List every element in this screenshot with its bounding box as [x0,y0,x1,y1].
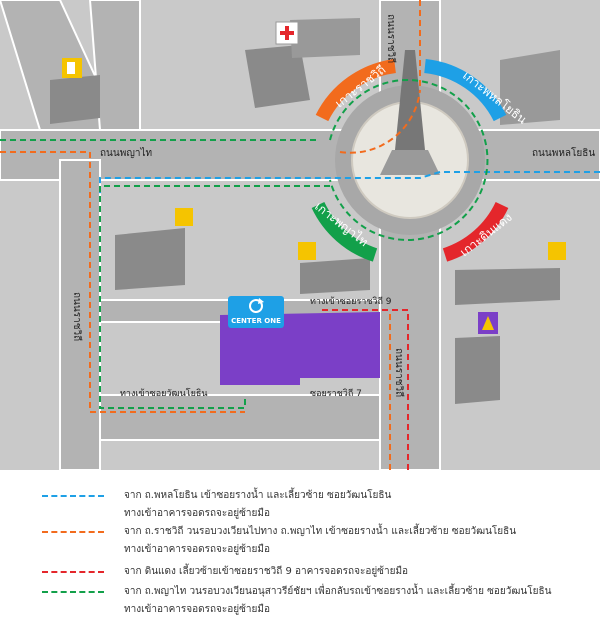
building-left [115,228,185,290]
island-arc-phayathai [311,201,378,262]
legend-line-green [42,591,104,593]
legend-sub-blue: ทางเข้าอาคารจอดรถจะอยู่ซ้ายมือ [124,508,270,519]
legend-text-red: จาก ดินแดง เลี้ยวซ้ายเข้าซอยราชวิถี 9 อา… [124,566,409,577]
route-green-2 [99,185,330,409]
victory-monument [395,50,425,150]
legend-sub-green: ทางเข้าอาคารจอดรถจะอยู่ซ้ายมือ [124,604,270,615]
island-arc-phahonyothin [424,59,507,122]
legend-text-orange: จาก ถ.ราชวิถี วนรอบวงเวียนไปทาง ถ.พญาไท … [124,526,517,537]
island-arc-dindaeng [442,201,509,262]
building-top-right [500,50,560,125]
route-blue [99,171,600,200]
road-bottom-soi [99,394,381,441]
route-red [320,309,409,470]
gas-station-icon [62,58,82,78]
building-right-1 [455,268,560,305]
temple-icon [478,312,498,334]
legend-row-blue: จาก ถ.พหลโยธิน เข้าซอยรางน้ำ และเลี้ยวซ้… [0,486,600,519]
building-hospital [245,45,310,108]
area-map: เกาะราชวิถี เกาะพหลโยธิน เกาะพญาไท เกาะด… [0,0,600,470]
legend-line-orange [42,531,104,533]
road-label-phahonyothin: ถนนพหลโยธิน [532,146,595,159]
shopping-bag-icon [175,208,566,260]
road-label-soi-9: ทางเข้าซอยราชวิถี 9 [310,296,392,307]
legend-row-red: จาก ดินแดง เลี้ยวซ้ายเข้าซอยราชวิถี 9 อา… [0,562,600,582]
route-green-ring [329,79,489,241]
center-one-label: CENTER ONE [231,317,281,325]
road-label-ratchawithi-right: ถนนราชวิถี [393,348,405,397]
legend-row-orange: จาก ถ.ราชวิถี วนรอบวงเวียนไปทาง ถ.พญาไท … [0,522,600,555]
legend-text-green: จาก ถ.พญาไท วนรอบวงเวียนอนุสาวรีย์ชัยฯ เ… [124,586,552,597]
road-label-ratchawithi-top: ถนนราชวิถี [385,14,397,63]
center-one-building [220,312,380,385]
routes [0,0,600,470]
road-label-soi-rangnam: ทางเข้าซอยวัฒนโยธิน [120,388,208,399]
legend-line-red [42,571,104,573]
legend: จาก ถ.พหลโยธิน เข้าซอยรางน้ำ และเลี้ยวซ้… [0,474,600,634]
legend-text-blue: จาก ถ.พหลโยธิน เข้าซอยรางน้ำ และเลี้ยวซ้… [124,490,392,501]
hospital-icon [275,21,299,45]
building-gas [50,75,100,124]
building-right-2 [455,336,500,404]
road-label-ratchawithi-left: ถนนราชวิถี [71,292,83,341]
monument-base [380,150,440,175]
road-label-soi-7: ซอยราชวิถี 7 [310,388,362,399]
building-mid [300,258,370,294]
route-orange-1 [0,151,245,413]
route-orange-ring [339,89,421,154]
buildings [50,18,560,404]
refresh-logo-icon [249,298,264,313]
building-top [290,18,360,58]
legend-sub-orange: ทางเข้าอาคารจอดรถจะอยู่ซ้ายมือ [124,544,270,555]
legend-row-green: จาก ถ.พญาไท วนรอบวงเวียนอนุสาวรีย์ชัยฯ เ… [0,582,600,615]
island-arcs [311,59,509,262]
legend-line-blue [42,495,104,497]
road-label-phayathai: ถนนพญาไท [100,147,152,159]
island-arc-ratchawithi [315,59,397,122]
